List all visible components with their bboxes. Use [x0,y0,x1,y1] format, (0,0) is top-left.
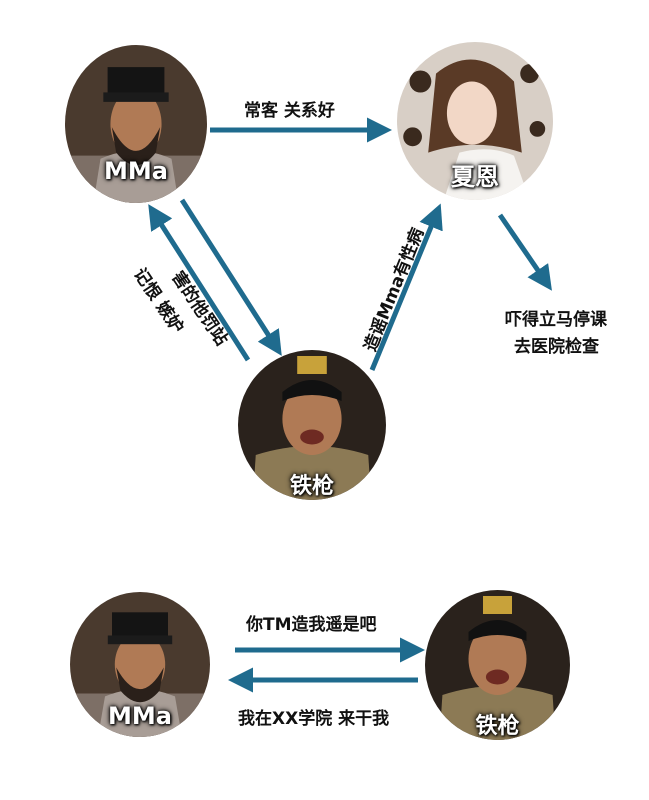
bottom-mma-portrait-image [70,592,210,737]
bottom-node-mma-name: MMa [108,702,172,730]
bottom-tieqiang-portrait-image [425,590,570,740]
mma-portrait-image [65,45,207,203]
arrow-tieqiang-to-mma [148,204,251,362]
label-xiaen-outcome-line1: 吓得立马停课 [505,310,607,330]
node-tieqiang-name: 铁枪 [289,474,334,499]
label-bottom-mma-to-tieqiang: 你TM造我遥是吧 [246,615,377,635]
node-tieqiang-portrait: 铁枪 [238,350,386,500]
bottom-node-mma-portrait: MMa [70,592,210,737]
label-bottom-tieqiang-to-mma: 我在XX学院 来干我 [238,709,390,729]
arrow-tieqiang-to-xiaen [369,203,443,371]
arrow-mma-to-tieqiang [179,198,282,356]
node-xiaen-name: 夏恩 [451,163,499,191]
tieqiang-portrait-image [238,350,386,500]
xiaen-portrait-image [397,42,553,200]
label-mma-to-xiaen: 常客 关系好 [244,101,335,121]
bottom-node-tieqiang-name: 铁枪 [475,714,520,739]
bottom-node-tieqiang-portrait: 铁枪 [425,590,570,740]
label-xiaen-outcome-line2: 去医院检查 [514,337,599,357]
node-mma-name: MMa [104,157,168,185]
arrow-xiaen-outcome [497,213,552,291]
node-xiaen-portrait: 夏恩 [397,42,553,200]
node-mma-portrait: MMa [65,45,207,203]
